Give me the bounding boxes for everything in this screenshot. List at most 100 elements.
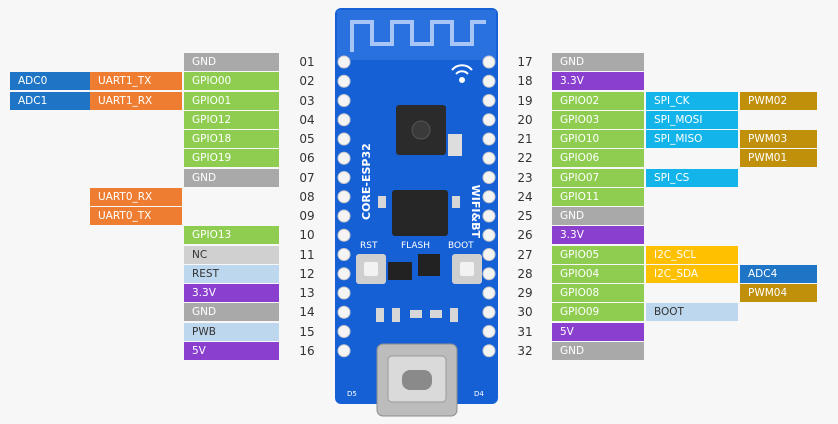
regulator-chip [388, 262, 412, 280]
pin-alt1-label: UART0_TX [90, 207, 182, 225]
pin-number: 22 [517, 151, 533, 166]
pin-hole [337, 171, 351, 184]
pin-number: 19 [517, 93, 533, 108]
pin-number: 17 [517, 55, 533, 69]
pin-number: 01 [299, 55, 315, 69]
pin-number: 04 [299, 112, 315, 127]
pin-number: 05 [299, 132, 315, 146]
pin-hole [337, 286, 351, 300]
pin-hole [337, 228, 351, 242]
pin-alt2-label: PWM03 [740, 130, 817, 148]
pin-name-label: 5V [184, 341, 279, 360]
flash-chip [392, 190, 448, 236]
wifi-icon [451, 64, 473, 83]
pin-alt1-label: BOOT [646, 303, 738, 322]
pin-number: 31 [517, 324, 533, 339]
pin-number: 28 [517, 266, 533, 281]
pin-name-label: GPIO18 [184, 130, 279, 148]
pin-name-label: REST [184, 264, 279, 283]
pin-hole [337, 248, 351, 261]
pin-hole [337, 305, 351, 319]
pin-hole [337, 209, 351, 223]
pin-name-label: GPIO05 [552, 245, 644, 264]
pin-alt1-label: I2C_SDA [646, 264, 738, 283]
pin-number: 27 [517, 247, 533, 262]
pin-name-label: 3.3V [184, 284, 279, 302]
pin-number: 07 [299, 170, 315, 185]
pin-name-label: 5V [552, 322, 644, 341]
pin-number: 06 [299, 151, 315, 166]
pin-name-label: GPIO02 [552, 91, 644, 110]
silk-wifi-bt: WIFI&BT [469, 185, 482, 239]
small-component [448, 134, 462, 156]
pin-name-label: NC [184, 245, 279, 264]
pin-alt1-label: SPI_CS [646, 168, 738, 187]
pin-number: 18 [517, 74, 533, 89]
pin-number: 09 [299, 209, 315, 223]
pin-name-label: 3.3V [552, 72, 644, 91]
pin-alt1-label: SPI_CK [646, 91, 738, 110]
pin-name-label: GND [184, 53, 279, 71]
usb-chip [418, 254, 440, 276]
smd-parts [376, 196, 460, 322]
pin-hole [337, 94, 351, 107]
pin-number: 02 [299, 74, 315, 89]
pin-name-label: 3.3V [552, 226, 644, 245]
pin-hole [482, 171, 496, 184]
pin-holes [337, 55, 496, 358]
silk-rst: RST [360, 241, 378, 251]
pin-hole [482, 286, 496, 300]
pin-alt1-label: I2C_SCL [646, 245, 738, 264]
pin-name-label: GPIO10 [552, 130, 644, 148]
pin-alt2-label: PWM01 [740, 149, 817, 168]
pin-name-label: GPIO01 [184, 91, 279, 110]
pin-number: 23 [517, 170, 533, 185]
pin-name-label: GND [552, 207, 644, 225]
pin-hole [482, 344, 496, 358]
antenna-area [337, 10, 496, 60]
pin-hole [482, 151, 496, 165]
pin-name-label: GPIO07 [552, 168, 644, 187]
pin-hole [482, 190, 496, 204]
silk-d5: D5 [347, 390, 357, 398]
pin-name-label: PWB [184, 322, 279, 341]
pin-name-label: GND [184, 168, 279, 187]
antenna-trace [350, 20, 486, 52]
pin-name-label: GPIO06 [552, 149, 644, 168]
pin-number: 32 [517, 343, 533, 358]
pin-number: 21 [517, 132, 533, 146]
pin-number: 26 [517, 228, 533, 243]
pin-name-label: GND [552, 341, 644, 360]
pin-alt1-label: SPI_MOSI [646, 110, 738, 129]
pin-hole [482, 267, 496, 281]
pin-number: 30 [517, 305, 533, 320]
pin-name-label: GPIO00 [184, 72, 279, 91]
pin-alt1-label: UART1_TX [90, 72, 182, 91]
pin-hole [337, 132, 351, 146]
silk-d4: D4 [474, 390, 484, 398]
silk-flash: FLASH [401, 241, 430, 251]
pin-number: 11 [299, 247, 315, 262]
silk-boot: BOOT [448, 241, 474, 251]
pin-name-label: GND [552, 53, 644, 71]
pin-hole [482, 74, 496, 88]
pin-number: 20 [517, 112, 533, 127]
pin-hole [337, 190, 351, 204]
pin-hole [337, 344, 351, 358]
pin-hole [482, 55, 496, 69]
pin-number: 13 [299, 286, 315, 300]
pin-hole [482, 228, 496, 242]
pin-number: 12 [299, 266, 315, 281]
pin-number: 16 [299, 343, 315, 358]
pin-number: 24 [517, 189, 533, 204]
pin-name-label: GPIO04 [552, 264, 644, 283]
pin-hole [482, 113, 496, 127]
pin-hole [482, 94, 496, 107]
pin-name-label: GND [184, 303, 279, 322]
pin-number: 14 [299, 305, 315, 320]
pin-alt1-label: SPI_MISO [646, 130, 738, 148]
pin-alt2-label: PWM04 [740, 284, 817, 302]
pin-name-label: GPIO13 [184, 226, 279, 245]
pin-alt2-label: PWM02 [740, 91, 817, 110]
